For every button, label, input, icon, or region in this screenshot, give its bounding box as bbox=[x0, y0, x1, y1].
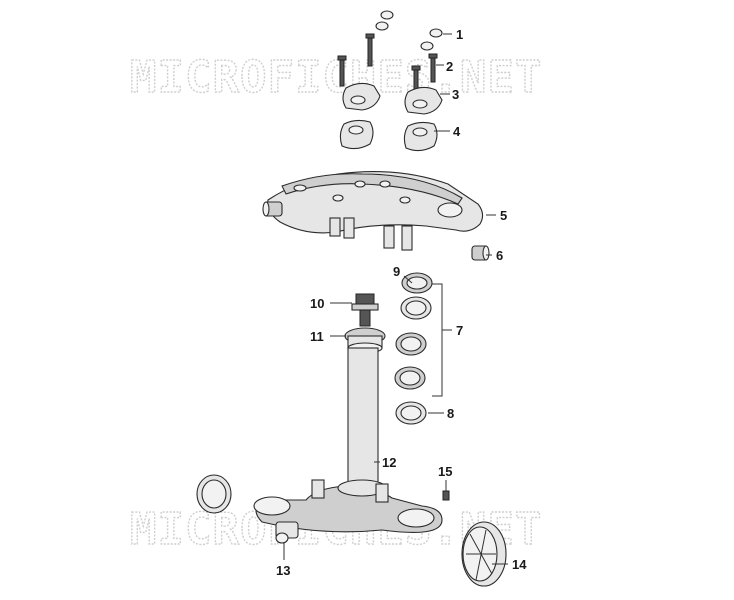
part-1-caps bbox=[375, 10, 443, 51]
callout-5: 5 bbox=[500, 208, 507, 223]
callout-7-bracket bbox=[432, 283, 452, 397]
part-9-bearing-race bbox=[401, 272, 433, 294]
cover-disc-left bbox=[196, 474, 232, 514]
part-2-bolts bbox=[337, 33, 438, 95]
part-7-bearing-set bbox=[394, 296, 432, 390]
part-4-lower-clamps bbox=[339, 119, 438, 152]
part-12-steering-stem bbox=[253, 347, 443, 533]
callout-4: 4 bbox=[453, 124, 461, 139]
part-13-lower-pinch-bolt bbox=[275, 521, 299, 544]
callout-10: 10 bbox=[310, 296, 324, 311]
part-8-bearing bbox=[395, 401, 427, 425]
part-6-nut bbox=[471, 245, 490, 261]
part-5-upper-triple-clamp bbox=[262, 171, 484, 251]
callout-15: 15 bbox=[438, 464, 452, 479]
callout-6: 6 bbox=[496, 248, 503, 263]
callout-9: 9 bbox=[393, 264, 400, 279]
callout-14: 14 bbox=[512, 557, 527, 572]
part-15-small-bolt bbox=[442, 490, 450, 501]
callout-1: 1 bbox=[456, 27, 463, 42]
part-14-cover-disc bbox=[461, 521, 507, 587]
part-3-upper-clamps bbox=[342, 82, 443, 115]
leader-lines bbox=[283, 33, 508, 565]
callout-7: 7 bbox=[456, 323, 463, 338]
callout-12: 12 bbox=[382, 455, 396, 470]
callout-2: 2 bbox=[446, 59, 453, 74]
callouts: 1 2 3 4 5 6 7 8 9 10 11 12 13 14 15 bbox=[276, 27, 527, 578]
callout-8: 8 bbox=[447, 406, 454, 421]
callout-3: 3 bbox=[452, 87, 459, 102]
callout-13: 13 bbox=[276, 563, 290, 578]
watermark-top: MICROFICHES.NET bbox=[130, 52, 542, 103]
part-10-stem-nut bbox=[351, 293, 379, 327]
callout-11: 11 bbox=[310, 329, 324, 344]
